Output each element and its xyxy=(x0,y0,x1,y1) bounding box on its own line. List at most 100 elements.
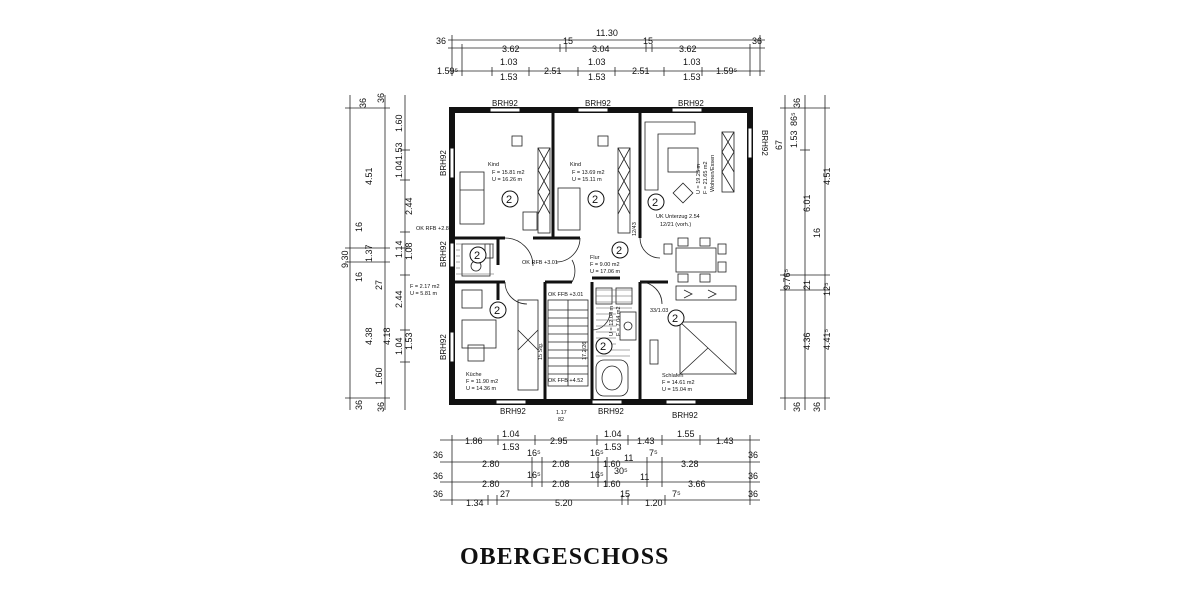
dim-top-2-3: 3.04 xyxy=(592,44,610,54)
dim-left-mid-4: 4.18 xyxy=(382,327,392,345)
room-marker-flur: 2 xyxy=(611,241,629,259)
dim-bottom-3-4: 16⁵ xyxy=(590,470,604,480)
dim-right-mid-3: 4.36 xyxy=(802,332,812,350)
dim-top-2-6: 36 xyxy=(752,36,762,46)
window-note-kind: 12/43 xyxy=(632,222,638,236)
top-dimension-chains: 11.30 36 3.62 15 3.04 15 3.62 36 1.59⁵ 1… xyxy=(436,28,765,82)
dim-top-2-5: 3.62 xyxy=(679,44,697,54)
dim-bottom-2-9: 36 xyxy=(748,450,758,460)
dim-right-mid-4: 36 xyxy=(792,402,802,412)
svg-text:2: 2 xyxy=(652,197,658,209)
dim-bottom-3-1: 2.80 xyxy=(482,479,500,489)
dim-top-3-7: 1.03 xyxy=(683,57,701,67)
dim-left-outer-3: 4.38 xyxy=(364,327,374,345)
room-perimeter-flur: U = 17.06 m xyxy=(590,269,621,275)
brh-label: BRH92 xyxy=(672,411,698,420)
brh-label: BRH92 xyxy=(439,334,448,360)
dim-left-inner-8: 1.53 xyxy=(404,332,414,350)
dim-left-inner-2: 1.04 xyxy=(394,160,404,178)
dim-left-inner-1: 1.60 xyxy=(394,114,404,132)
door-note-width: 1.17 xyxy=(556,410,567,416)
brh-label: BRH92 xyxy=(678,99,704,108)
room-perimeter-wc: U = 5.81 m xyxy=(410,291,437,297)
dim-left-outer-4: 36 xyxy=(354,400,364,410)
dim-top-3-0: 1.59⁵ xyxy=(437,66,459,76)
dim-bottom-4-6: 7⁵ xyxy=(672,489,681,499)
level-mark-wc: OK RFB +2.88 xyxy=(416,226,452,232)
level-mark-flur: OK RFB +3.01 xyxy=(522,260,558,266)
room-perimeter-kind-1: U = 16.26 m xyxy=(492,177,523,183)
door-swings xyxy=(504,237,663,331)
svg-text:2: 2 xyxy=(592,194,598,206)
dim-left-outer-0: 36 xyxy=(358,98,368,108)
level-mark-stair-top: OK FFB +3.01 xyxy=(548,292,583,298)
brh-label: BRH92 xyxy=(760,130,769,156)
dim-right-outer-3: 4.41⁵ xyxy=(822,328,832,350)
dim-bottom-4-4: 15 xyxy=(620,489,630,499)
dim-top-2-2: 15 xyxy=(563,36,573,46)
dim-left-inner-5: 1.14 xyxy=(394,240,404,258)
dim-left-mid-3: 27 xyxy=(374,280,384,290)
dim-bottom-4-5: 1.20 xyxy=(645,498,663,508)
dim-right-inner-0: 36 xyxy=(792,98,802,108)
brh-label: BRH92 xyxy=(439,150,448,176)
dim-top-2-1: 3.62 xyxy=(502,44,520,54)
dim-bottom-1-7: 1.55 xyxy=(677,429,695,439)
svg-text:2: 2 xyxy=(506,194,512,206)
left-dimension-chains: 36 4.51 16 4.38 36 9.30 16 1.37 27 4.18 … xyxy=(340,93,414,412)
svg-text:2: 2 xyxy=(672,313,678,325)
dim-top-3-8: 1.53 xyxy=(683,72,701,82)
room-area-kind-1: F = 15.81 m2 xyxy=(492,170,525,176)
dim-top-3-3: 2.51 xyxy=(544,66,562,76)
dim-bottom-1-5: 1.53 xyxy=(604,442,622,452)
dim-bottom-1-3: 2.95 xyxy=(550,436,568,446)
dim-bottom-2-6: 11 xyxy=(624,453,633,463)
room-name-schlafen: Schlafen xyxy=(662,373,683,379)
dim-right-inner-3: 86⁵ xyxy=(789,112,799,126)
dim-right-inner-2: 1.53 xyxy=(789,130,799,148)
dim-left-mid-2: 1.37 xyxy=(364,244,374,262)
dim-right-outer-4: 36 xyxy=(812,402,822,412)
dim-top-2-0: 36 xyxy=(436,36,446,46)
right-dimension-chains: 36 67 1.53 86⁵ 6.01 9.76⁵ 21 4.36 36 4.5… xyxy=(774,95,832,412)
dim-top-3-5: 1.53 xyxy=(588,72,606,82)
room-name-kind-1: Kind xyxy=(488,162,499,168)
dim-top-3-2: 1.53 xyxy=(500,72,518,82)
dim-left-inner-10: 1.60 xyxy=(374,367,384,385)
room-marker-schlafen: 2 xyxy=(667,309,685,327)
room-name-wohnen: Wohnen/Essen xyxy=(710,155,716,192)
room-name-kind-2: Kind xyxy=(570,162,581,168)
dim-bottom-2-1: 2.80 xyxy=(482,459,500,469)
dim-bottom-4-0: 36 xyxy=(433,489,443,499)
brh-label: BRH92 xyxy=(439,241,448,267)
svg-text:2: 2 xyxy=(494,305,500,317)
dim-bottom-1-2: 1.53 xyxy=(502,442,520,452)
room-area-flur: F = 9.00 m2 xyxy=(590,262,620,268)
dim-right-mid-2: 21 xyxy=(802,280,812,290)
room-labels: Kind F = 15.81 m2 U = 16.26 m Kind F = 1… xyxy=(410,155,716,393)
dim-right-outer-2: 12⁵ xyxy=(822,282,832,296)
brh-label: BRH92 xyxy=(500,407,526,416)
dim-right-mid-0: 6.01 xyxy=(802,194,812,212)
dim-bottom-2-4: 16⁵ xyxy=(590,448,604,458)
dim-left-inner-11: 36 xyxy=(376,402,386,412)
dim-top-3-9: 1.59⁵ xyxy=(716,66,738,76)
dim-right-mid-1: 9.76⁵ xyxy=(782,268,792,290)
dim-bottom-3-9: 36 xyxy=(748,471,758,481)
room-marker-kueche: 2 xyxy=(489,301,507,319)
brh-label: BRH92 xyxy=(598,407,624,416)
dim-bottom-3-2: 16⁵ xyxy=(527,470,541,480)
svg-text:2: 2 xyxy=(616,245,622,257)
room-marker-wc: 2 xyxy=(469,246,487,264)
room-marker-wohnen: 2 xyxy=(647,193,665,211)
dim-bottom-4-2: 27 xyxy=(500,489,510,499)
room-name-flur: Flur xyxy=(590,255,600,261)
unterzug-size: 12/21 (vorh.) xyxy=(660,222,691,228)
dim-total-width: 11.30 xyxy=(596,28,618,38)
dim-right-outer-0: 4.51 xyxy=(822,167,832,185)
annotations: OK RFB +2.88 OK RFB +3.01 OK FFB +3.01 O… xyxy=(416,214,700,423)
room-marker-kind-1: 2 xyxy=(501,190,519,208)
dim-top-3-6: 2.51 xyxy=(632,66,650,76)
bottom-dimension-chains: 1.86 1.04 1.53 2.95 1.04 1.53 1.43 1.55 … xyxy=(433,429,760,508)
dim-bottom-4-7: 36 xyxy=(748,489,758,499)
